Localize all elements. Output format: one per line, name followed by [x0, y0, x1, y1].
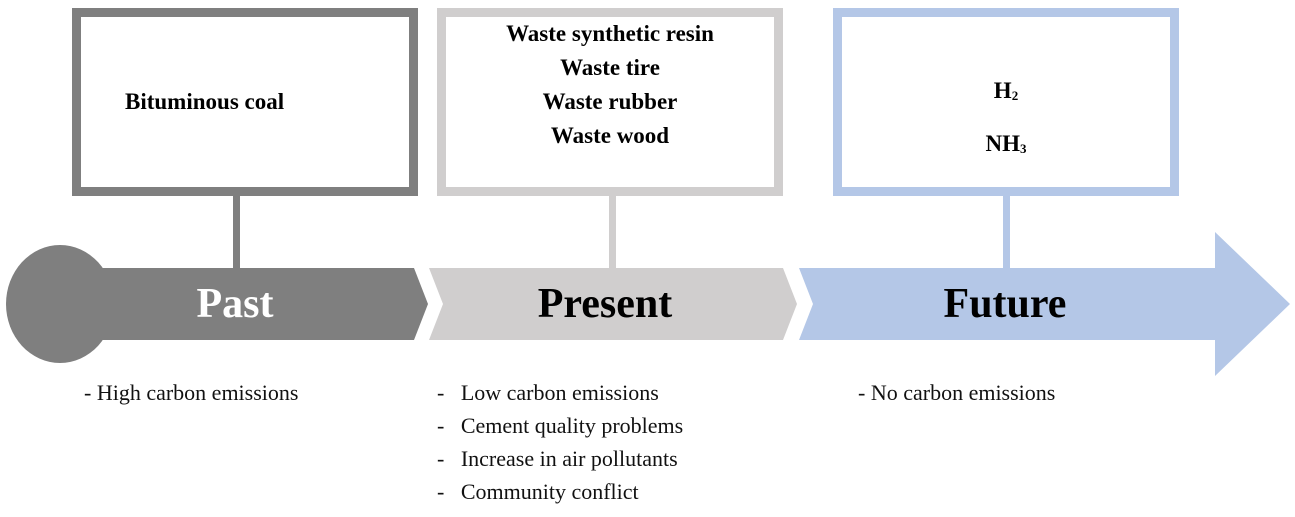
present-segment	[429, 268, 797, 340]
past-note: - High carbon emissions	[84, 380, 299, 405]
present-note: - Cement quality problems	[437, 413, 684, 438]
present-notes: - Low carbon emissions - Cement quality …	[437, 376, 683, 508]
present-fuel-box: Waste synthetic resin Waste tire Waste r…	[437, 8, 783, 196]
present-note: - Increase in air pollutants	[437, 446, 678, 471]
present-connector	[609, 196, 616, 270]
future-note: - No carbon emissions	[858, 380, 1056, 405]
future-connector	[1003, 196, 1010, 270]
present-fuel-item: Waste tire	[560, 55, 660, 80]
past-segment	[60, 268, 428, 340]
future-fuel-item: H2	[993, 78, 1019, 103]
future-fuel-box: H2 NH3	[833, 8, 1179, 196]
past-label: Past	[196, 281, 274, 327]
past-fuel-item: Bituminous coal	[125, 89, 285, 114]
present-fuel-item: Waste wood	[550, 123, 670, 148]
future-segment	[799, 232, 1290, 376]
present-fuel-item: Waste synthetic resin	[506, 21, 714, 46]
past-fuel-box: Bituminous coal	[72, 8, 418, 196]
present-note: - Low carbon emissions	[437, 380, 659, 405]
present-fuel-item: Waste rubber	[542, 89, 678, 114]
past-notes: - High carbon emissions	[84, 376, 298, 410]
present-note: - Community conflict	[437, 479, 639, 504]
present-label: Present	[537, 281, 673, 327]
past-connector	[233, 196, 240, 270]
future-notes: - No carbon emissions	[858, 376, 1055, 410]
future-fuel-item: NH3	[985, 131, 1027, 156]
future-label: Future	[943, 281, 1067, 327]
